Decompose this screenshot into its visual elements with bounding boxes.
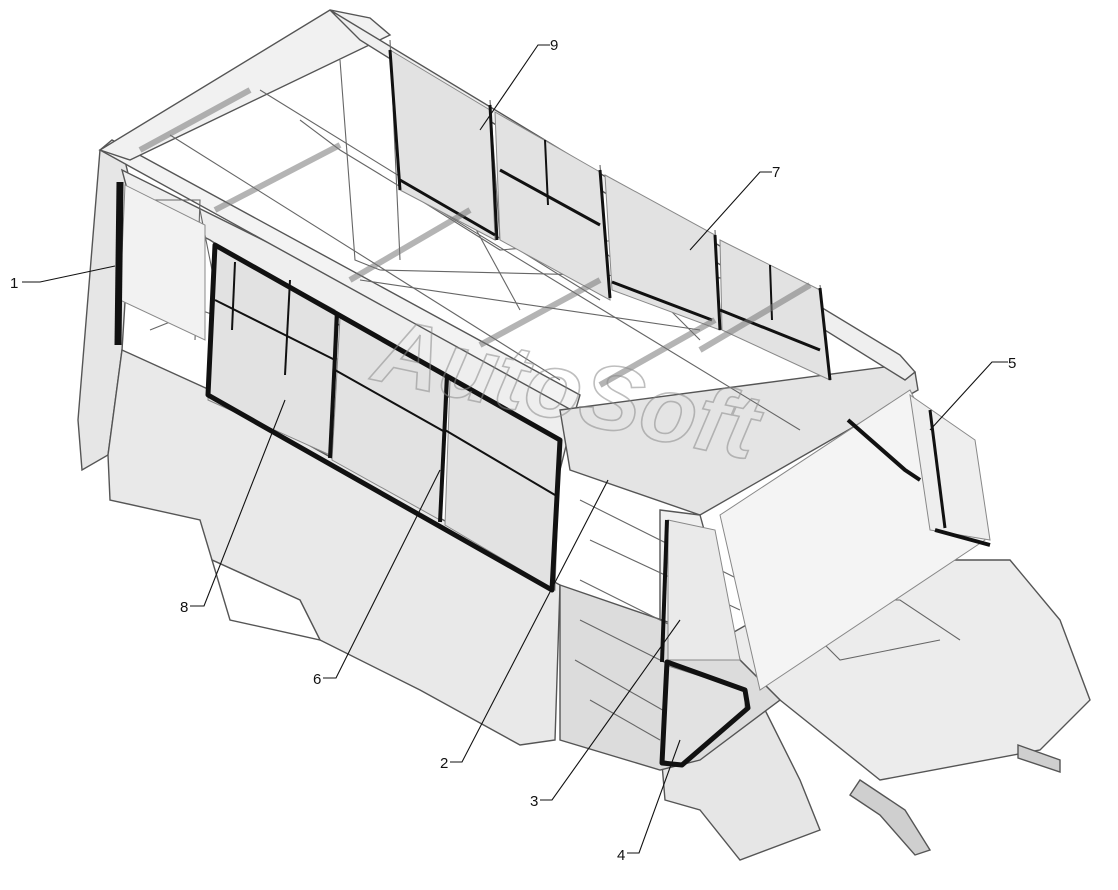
leader-line-9 [479,44,550,131]
roof-crossbars [138,87,812,388]
rear-window-frame [114,181,124,346]
callout-labels: 1 2 3 4 5 6 7 8 9 [10,37,1016,864]
callout-8: 8 [180,599,188,616]
far-window-glass-3 [604,174,721,331]
callouts [22,44,1008,854]
side-window-frame [205,242,563,593]
door-window-glass [667,519,741,661]
leader-line-7 [689,171,772,251]
chassis-beam-side [849,779,932,856]
windshield-frame [846,418,991,547]
far-window-glass-4 [719,239,831,381]
callout-2: 2 [440,755,448,772]
leader-line-5 [929,361,1008,431]
leader-line-6 [323,469,441,679]
windshield-glass [719,389,986,691]
callout-9: 9 [550,37,558,54]
chassis-beam-front [1017,744,1061,773]
rear-arch-cutout [210,558,322,642]
front-door-window-frame [659,659,751,768]
far-window-glass-2 [494,111,611,301]
leader-line-2 [450,479,609,763]
callout-1: 1 [10,275,18,292]
leader-line-8 [190,399,286,607]
callout-5: 5 [1008,355,1016,372]
window-frames [114,49,991,768]
leader-line-4 [627,739,681,854]
callout-6: 6 [313,671,321,688]
leader-line-1 [22,265,116,283]
front-side-glass [909,393,991,541]
roof-rear-arch [98,9,392,161]
callout-4: 4 [617,847,625,864]
far-window-frame [388,49,832,381]
leader-line-3 [540,619,681,801]
callout-3: 3 [530,793,538,810]
callout-7: 7 [772,164,780,181]
